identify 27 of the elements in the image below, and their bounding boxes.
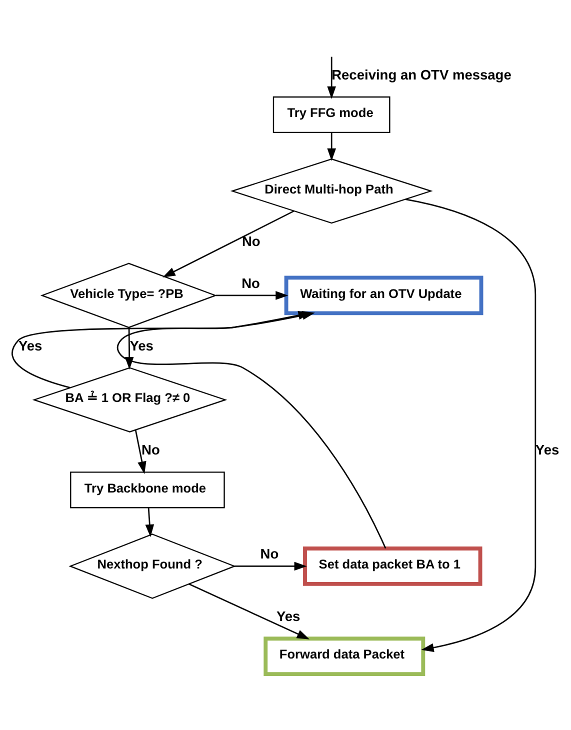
node-box: Set data packet BA to 1 xyxy=(303,546,482,586)
node-diamond: BA ≟ 1 OR Flag ?≠ 0 xyxy=(32,367,228,432)
edge-label: No xyxy=(242,234,260,249)
node-diamond: Direct Multi-hop Path xyxy=(230,158,433,224)
node-box: Try Backbone mode xyxy=(70,472,225,508)
arrow xyxy=(145,508,154,538)
arrow xyxy=(162,210,294,278)
edge-label: No xyxy=(260,546,279,562)
node-diamond: Vehicle Type= ?PB xyxy=(40,262,218,328)
arrow xyxy=(327,56,336,99)
arrow xyxy=(234,562,307,571)
node-box: Forward data Packet xyxy=(264,636,426,676)
arrow xyxy=(405,198,536,652)
edge-label: No xyxy=(142,442,160,458)
edge-label: Yes xyxy=(18,338,42,354)
edge-label: Yes xyxy=(535,442,560,458)
node-box: Try FFG mode xyxy=(272,96,390,134)
edge-label: No xyxy=(242,276,260,291)
node-diamond: Nexthop Found ? xyxy=(68,534,236,599)
edge-label: Receiving an OTV message xyxy=(332,67,512,82)
arrow xyxy=(216,291,288,300)
edge-label: Yes xyxy=(276,609,300,624)
node-box: Waiting for an OTV Update xyxy=(284,276,484,316)
arrow xyxy=(134,430,146,474)
edge-label: Yes xyxy=(130,338,154,354)
arrow xyxy=(188,583,310,640)
arrow xyxy=(327,132,336,162)
